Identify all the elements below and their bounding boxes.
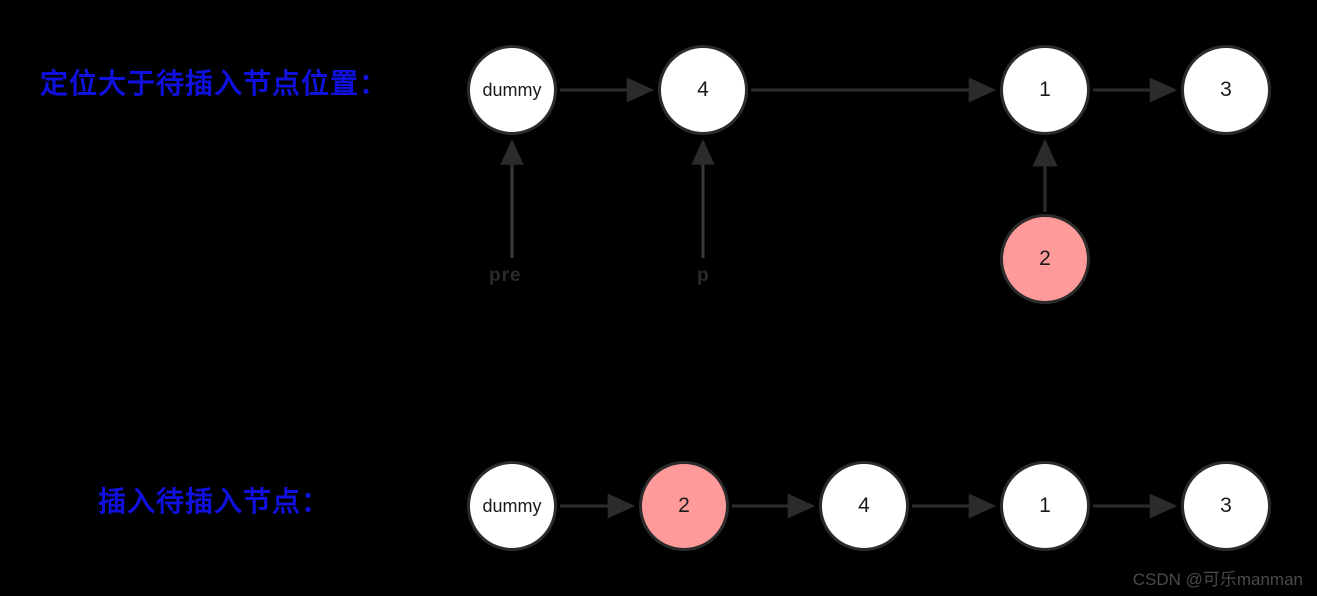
node-bot-3[interactable]: 3 — [1181, 461, 1271, 551]
node-top-new-2[interactable]: 2 — [1000, 214, 1090, 304]
node-top-4[interactable]: 4 — [658, 45, 748, 135]
node-bot-2[interactable]: 2 — [639, 461, 729, 551]
section-label-locate: 定位大于待插入节点位置： — [40, 68, 389, 99]
section-label-insert: 插入待插入节点： — [98, 486, 331, 517]
node-bot-4[interactable]: 4 — [819, 461, 909, 551]
node-bot-1[interactable]: 1 — [1000, 461, 1090, 551]
node-top-1[interactable]: 1 — [1000, 45, 1090, 135]
node-bot-dummy[interactable]: dummy — [467, 461, 557, 551]
watermark: CSDN @可乐manman — [1132, 570, 1303, 589]
pointer-label-pre: pre — [489, 265, 522, 286]
node-top-3[interactable]: 3 — [1181, 45, 1271, 135]
pointer-label-p: p — [697, 265, 710, 286]
node-top-dummy[interactable]: dummy — [467, 45, 557, 135]
